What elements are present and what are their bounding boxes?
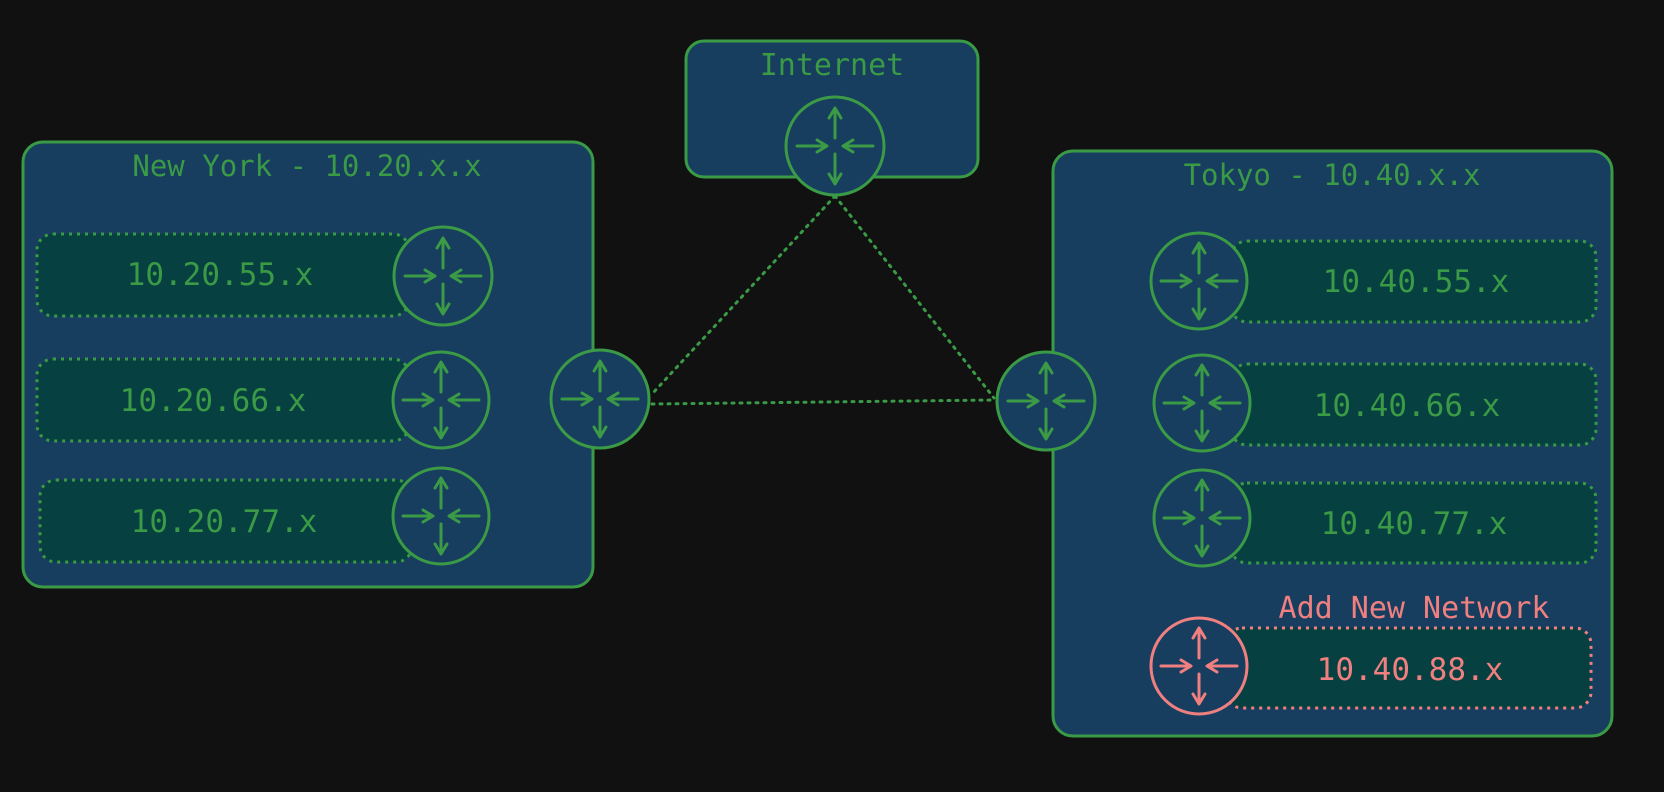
subnet-box — [1229, 362, 1598, 447]
router-icon — [1152, 468, 1252, 568]
subnet-label: 10.40.77.x — [1321, 506, 1508, 542]
router-icon — [784, 95, 886, 197]
link-internet-newyork — [650, 194, 837, 396]
site-label-new-york: New York - 10.20.x.x — [132, 149, 481, 183]
subnet-box — [1229, 239, 1598, 324]
router-icon — [549, 348, 651, 450]
subnet-box — [1229, 481, 1598, 565]
subnet-box — [35, 232, 411, 318]
link-internet-tokyo — [833, 194, 996, 400]
router-icon — [391, 350, 491, 450]
new-subnet-box — [1224, 626, 1593, 710]
new-subnet-label: 10.40.88.x — [1317, 652, 1504, 688]
site-label-tokyo: Tokyo - 10.40.x.x — [1184, 158, 1481, 192]
router-icon — [1149, 231, 1249, 331]
router-icon — [392, 225, 494, 327]
subnet-label: 10.40.55.x — [1323, 264, 1510, 300]
new-router-icon — [1149, 616, 1249, 716]
subnet-box — [35, 357, 411, 443]
router-icon — [995, 350, 1097, 452]
router-icon — [1152, 353, 1252, 453]
subnet-label: 10.20.77.x — [131, 504, 318, 540]
subnet-label: 10.40.66.x — [1314, 388, 1501, 424]
subnet-label: 10.20.66.x — [120, 383, 307, 419]
subnet-label: 10.20.55.x — [127, 257, 314, 293]
add-new-network-label: Add New Network — [1279, 591, 1550, 626]
link-newyork-tokyo — [650, 398, 996, 406]
router-icon — [391, 466, 491, 566]
site-tokyo: Tokyo - 10.40.x.x 10.40.55.x 10.40.66.x … — [1051, 149, 1614, 738]
subnet-box — [38, 478, 414, 564]
site-new-york: New York - 10.20.x.x 10.20.55.x 10.20.66… — [21, 140, 595, 589]
internet-label: Internet — [760, 48, 905, 83]
